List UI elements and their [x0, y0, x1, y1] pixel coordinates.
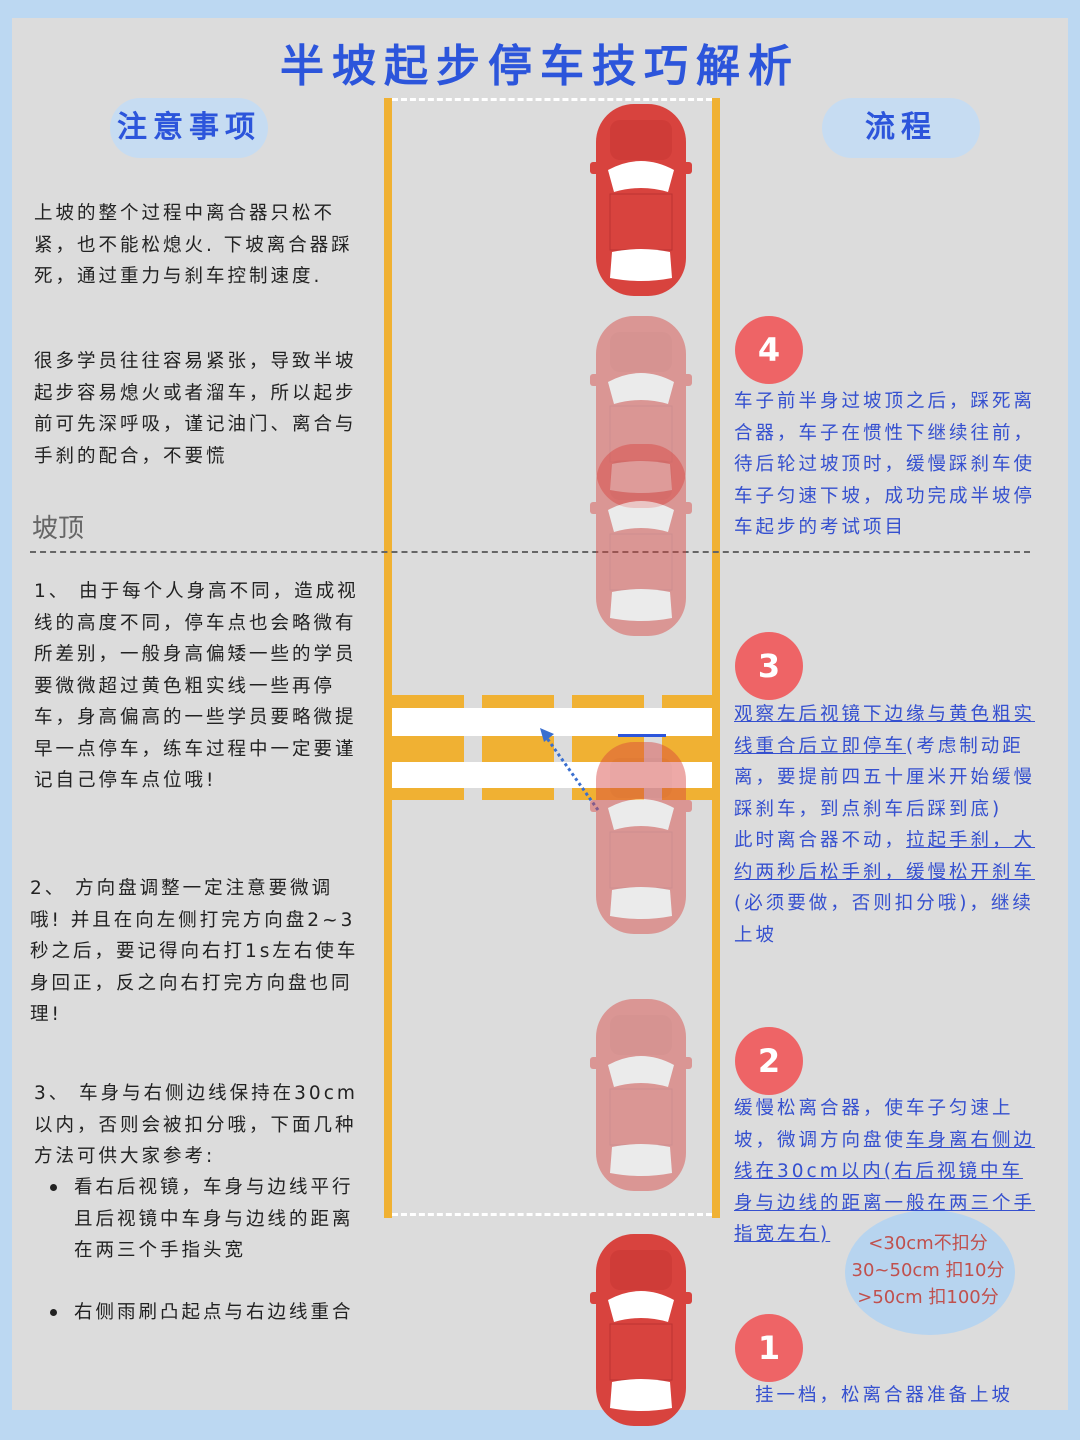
step-3-handbrake: 拉起手刹，大约两秒后松手刹，缓慢松开刹车 — [734, 830, 1036, 883]
slope-top-line — [30, 551, 1030, 553]
mirror-marker — [618, 734, 666, 737]
penalty-list: <30cm不扣分 30~50cm 扣10分 >50cm 扣100分 — [848, 1230, 1008, 1311]
car-position-3-icon — [590, 741, 692, 935]
car-ghost-icon — [590, 443, 692, 637]
step-4-badge: 4 — [735, 316, 803, 384]
step-3-warning: (必须要做，否则扣分哦)，继续上坡 — [734, 893, 1034, 946]
step-2-note: (右后视镜中车身与边线的距离一般在两三个手指宽左右) — [734, 1161, 1036, 1245]
page-title: 半坡起步停车技巧解析 — [280, 41, 800, 92]
step-2-text: 缓慢松离合器，使车子匀速上坡，微调方向盘使车身离右侧边线在30cm以内(右后视镜… — [734, 1093, 1039, 1251]
step-3-badge: 3 — [735, 632, 803, 700]
note-1: 上坡的整个过程中离合器只松不紧，也不能松熄火. 下坡离合器踩死，通过重力与刹车控… — [34, 203, 353, 287]
step-4-text: 车子前半身过坡顶之后，踩死离合器，车子在惯性下继续往前，待后轮过坡顶时，缓慢踩刹… — [734, 391, 1036, 538]
tip-3-bullet: 看右后视镜，车身与边线平行且后视镜中车身与边线的距离在两三个手指头宽 — [34, 1172, 364, 1267]
tip-2: 2、 方向盘调整一定注意要微调哦! 并且在向左侧打完方向盘2~3秒之后，要记得向… — [30, 878, 359, 1025]
notes-heading: 注意事项 — [110, 98, 268, 158]
slope-top-label: 坡顶 — [32, 514, 85, 544]
right-lane-line — [712, 98, 720, 1218]
car-position-2-icon — [590, 998, 692, 1192]
tip-3-list: 看右后视镜，车身与边线平行且后视镜中车身与边线的距离在两三个手指头宽 右侧雨刷凸… — [34, 1172, 364, 1358]
penalty-item: >50cm 扣100分 — [857, 1287, 999, 1308]
step-2-main: 缓慢松离合器，使车子匀速上坡，微调方向盘使 — [734, 1098, 1014, 1151]
car-position-1-icon — [590, 1233, 692, 1427]
step-2-badge: 2 — [735, 1027, 803, 1095]
stop-stripe — [392, 708, 712, 736]
note-2: 很多学员往往容易紧张，导致半坡起步容易熄火或者溜车，所以起步前可先深呼吸，谨记油… — [34, 351, 357, 467]
step-3-text: 观察左后视镜下边缘与黄色粗实线重合后立即停车(考虑制动距离，要提前四五十厘米开始… — [734, 699, 1039, 951]
top-white-line — [392, 98, 712, 101]
penalty-item: 30~50cm 扣10分 — [851, 1260, 1005, 1281]
tip-1: 1、 由于每个人身高不同，造成视线的高度不同，停车点也会略微有所差别，一般身高偏… — [34, 581, 359, 791]
step-2-key: 车身离右侧边线在30cm以内 — [734, 1129, 1036, 1183]
step-3-note: (考虑制动距离，要提前四五十厘米开始缓慢踩刹车，到点刹车后踩到底) — [734, 735, 1036, 820]
step-3-clutch: 此时离合器不动， — [734, 830, 907, 851]
bottom-white-line — [392, 1213, 712, 1216]
penalty-item: <30cm不扣分 — [868, 1233, 988, 1254]
left-lane-line — [384, 98, 392, 1218]
process-heading: 流程 — [822, 98, 980, 158]
step-3-key: 观察左后视镜下边缘与黄色粗实线重合后立即停车 — [734, 704, 1036, 757]
car-position-4-icon — [590, 103, 692, 297]
step-1-text: 挂一档，松离合器准备上坡 — [755, 1385, 1014, 1406]
tip-3-bullet: 右侧雨刷凸起点与右边线重合 — [34, 1297, 364, 1329]
sight-arrow-icon — [540, 728, 600, 811]
penalty-bubble — [845, 1210, 1015, 1335]
tip-3: 3、 车身与右侧边线保持在30cm以内，否则会被扣分哦，下面几种方法可供大家参考… — [34, 1083, 358, 1167]
step-1-badge: 1 — [735, 1314, 803, 1382]
